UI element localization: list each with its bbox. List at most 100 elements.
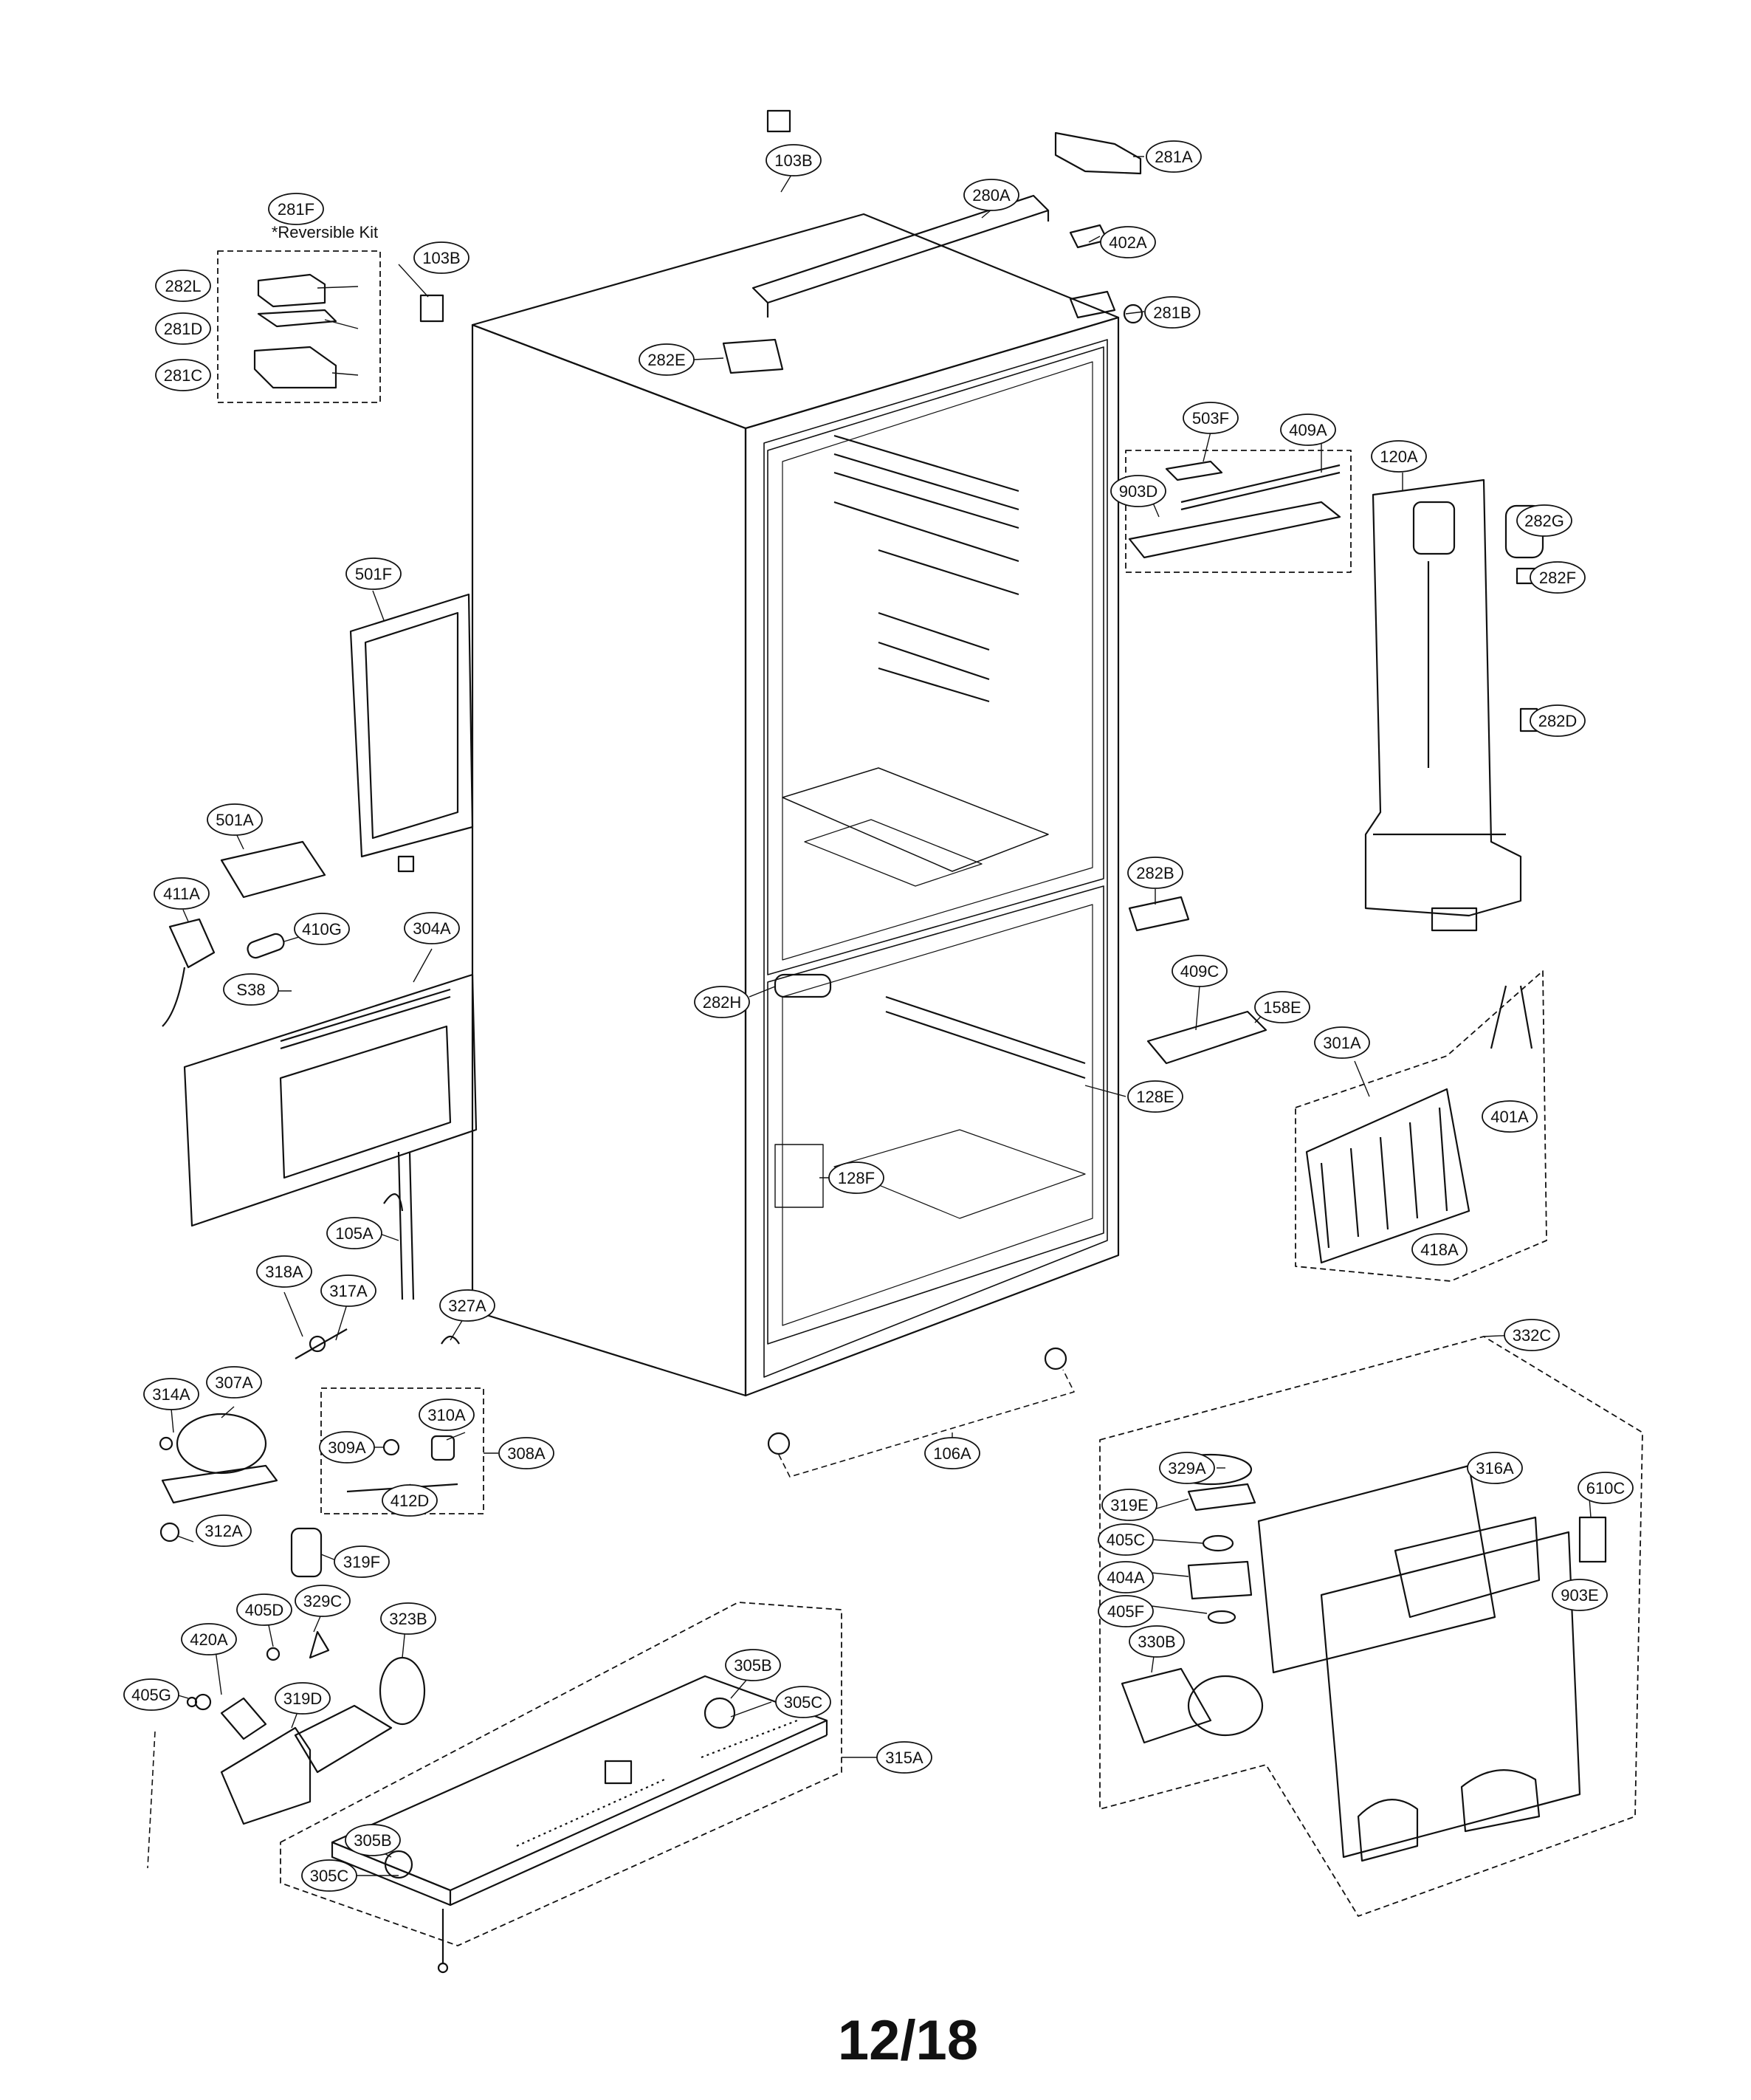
callout-oval — [326, 1217, 382, 1249]
callout-319e: 319E — [1101, 1489, 1157, 1521]
machine-base-box — [280, 1602, 842, 1974]
callout-305b: 305B — [725, 1649, 781, 1681]
callout-103b: 103B — [413, 241, 469, 274]
callout-332c: 332C — [1504, 1319, 1560, 1351]
callout-316a: 316A — [1467, 1452, 1523, 1484]
evaporator-group — [1295, 970, 1547, 1282]
callout-282l: 282L — [155, 270, 211, 302]
callout-text: 501A — [216, 811, 254, 829]
callout-text: 319D — [283, 1689, 323, 1708]
callout-text: 409C — [1180, 962, 1219, 981]
callout-oval — [639, 343, 695, 376]
callout-oval — [1530, 561, 1586, 594]
callout-text: 305C — [310, 1867, 349, 1885]
callout-s38: S38 — [223, 973, 279, 1006]
callout-330b: 330B — [1129, 1625, 1185, 1658]
callout-oval — [1144, 296, 1200, 329]
callout-405d: 405D — [236, 1593, 292, 1626]
callout-103b: 103B — [766, 144, 822, 176]
callout-oval — [1101, 1489, 1157, 1521]
callout-oval — [1578, 1472, 1634, 1504]
callout-410g: 410G — [294, 913, 350, 945]
callout-oval — [320, 1274, 376, 1307]
callout-308a: 308A — [498, 1437, 554, 1469]
callout-oval — [1467, 1452, 1523, 1484]
callout-text: 128F — [838, 1169, 875, 1187]
callout-text: 501F — [355, 565, 392, 583]
callout-oval — [766, 144, 822, 176]
callout-text: 282D — [1538, 712, 1578, 730]
callout-oval — [223, 973, 279, 1006]
page-number: 12/18 — [837, 2009, 979, 2072]
callout-282g: 282G — [1516, 504, 1572, 537]
callout-oval — [1098, 1523, 1154, 1556]
callout-text: 282L — [165, 277, 202, 295]
callout-304a: 304A — [404, 912, 460, 944]
callout-text: 308A — [507, 1444, 546, 1463]
callout-319f: 319F — [334, 1545, 390, 1578]
callout-text: 103B — [422, 249, 460, 267]
callout-307a: 307A — [206, 1366, 262, 1399]
callout-text: 103B — [774, 151, 812, 170]
callout-text: 280A — [972, 186, 1011, 205]
callout-text: 405F — [1107, 1602, 1144, 1621]
callout-oval — [1172, 955, 1228, 987]
callout-128e: 128E — [1127, 1080, 1183, 1113]
callout-281d: 281D — [155, 312, 211, 345]
callout-oval — [295, 1585, 351, 1617]
cabinet — [471, 213, 1120, 1397]
callout-oval — [319, 1431, 375, 1464]
compressor — [159, 1413, 278, 1543]
callout-text: 503F — [1192, 409, 1229, 428]
callout-oval — [876, 1741, 932, 1774]
callout-text: 317A — [329, 1282, 368, 1300]
callout-oval — [1110, 475, 1166, 507]
callout-oval — [1552, 1579, 1608, 1611]
callout-oval — [206, 1366, 262, 1399]
callout-text: 315A — [885, 1749, 923, 1767]
callout-oval — [1159, 1452, 1215, 1484]
callout-327a: 327A — [439, 1289, 495, 1322]
callout-oval — [1127, 857, 1183, 889]
callout-128f: 128F — [828, 1161, 884, 1194]
callout-501a: 501A — [207, 803, 263, 836]
callout-text: 319E — [1110, 1496, 1148, 1514]
callout-412d: 412D — [382, 1484, 438, 1517]
callout-282f: 282F — [1530, 561, 1586, 594]
callout-418a: 418A — [1411, 1233, 1468, 1266]
callout-105a: 105A — [326, 1217, 382, 1249]
fan-assembly-box — [1099, 1336, 1643, 1917]
callout-oval — [775, 1686, 831, 1718]
callout-oval — [924, 1437, 980, 1469]
callout-text: 420A — [190, 1630, 228, 1649]
callout-305b: 305B — [345, 1824, 401, 1856]
callout-oval — [275, 1682, 331, 1715]
callout-310a: 310A — [419, 1399, 475, 1431]
callout-903e: 903E — [1552, 1579, 1608, 1611]
callout-oval — [1146, 140, 1202, 173]
callout-text: 301A — [1323, 1034, 1361, 1052]
callout-text: 158E — [1263, 998, 1301, 1017]
callout-text: 318A — [265, 1263, 303, 1281]
callout-282h: 282H — [694, 986, 750, 1018]
callout-oval — [404, 912, 460, 944]
callout-oval — [294, 913, 350, 945]
callout-oval — [1098, 1595, 1154, 1627]
callout-text: 329A — [1168, 1459, 1206, 1478]
callout-282b: 282B — [1127, 857, 1183, 889]
callout-503f: 503F — [1183, 402, 1239, 434]
callout-text: S38 — [236, 981, 265, 999]
top-hinge-group — [419, 109, 1143, 374]
callout-text: 316A — [1476, 1459, 1514, 1478]
callout-text: 323B — [389, 1610, 427, 1628]
callout-text: 128E — [1136, 1088, 1174, 1106]
callout-411a: 411A — [154, 877, 210, 910]
callout-280a: 280A — [963, 179, 1019, 211]
callout-text: 610C — [1586, 1479, 1626, 1497]
callout-oval — [236, 1593, 292, 1626]
callout-oval — [268, 193, 324, 225]
callout-oval — [1411, 1233, 1468, 1266]
callout-oval — [154, 877, 210, 910]
callout-text: 405D — [245, 1601, 284, 1619]
callout-281a: 281A — [1146, 140, 1202, 173]
